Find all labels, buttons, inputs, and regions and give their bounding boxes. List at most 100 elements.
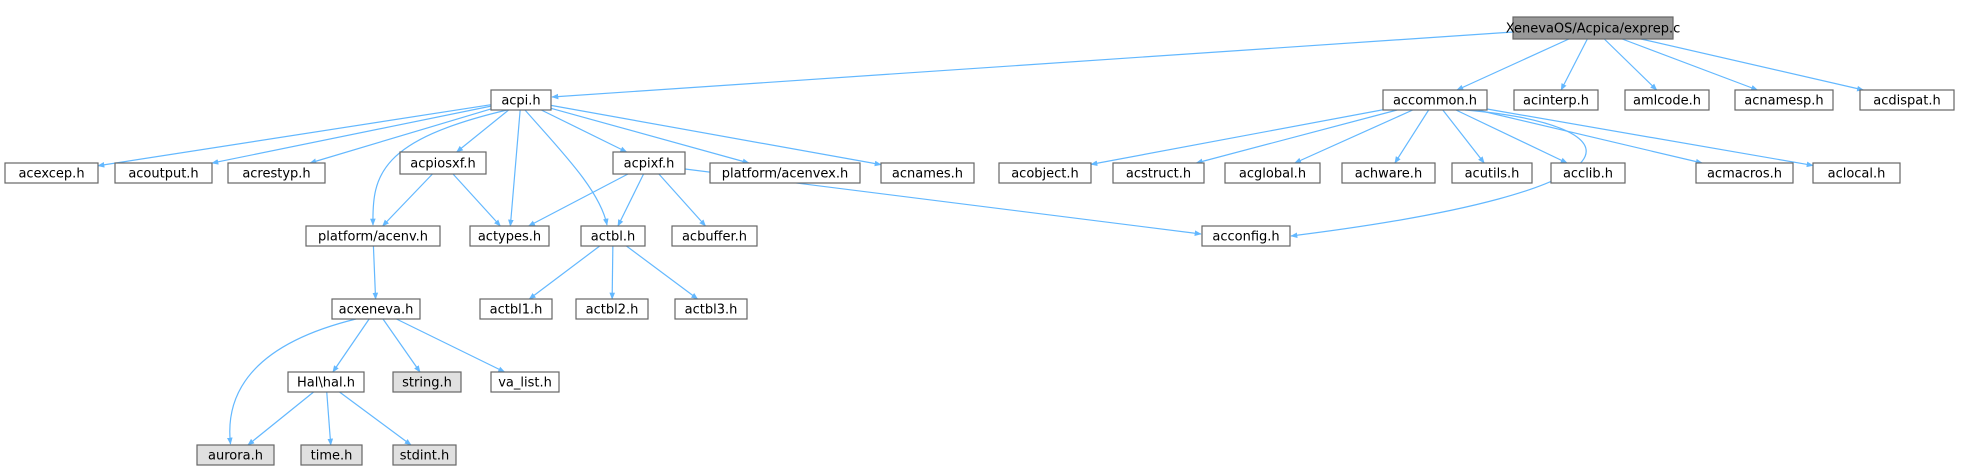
node-label-actypes: actypes.h [478, 230, 541, 245]
node-box-actypes [469, 225, 550, 247]
edge-acpi-to-actypes [508, 109, 521, 227]
edge-acpixf-to-acbuffer [658, 173, 706, 227]
node-acnamesp[interactable]: acnamesp.h [1734, 89, 1834, 111]
node-acclib[interactable]: acclib.h [1550, 162, 1626, 184]
node-hal[interactable]: Hal\hal.h [287, 371, 365, 393]
edge-accommon-to-acclib [1455, 109, 1568, 164]
node-acbuffer[interactable]: acbuffer.h [671, 225, 758, 247]
node-achware[interactable]: achware.h [1341, 162, 1436, 184]
edge-hal-to-stdint [339, 391, 412, 446]
node-acobject[interactable]: acobject.h [998, 162, 1092, 184]
edge-accommon-to-acstruct [1195, 109, 1398, 165]
node-actypes[interactable]: actypes.h [469, 225, 550, 247]
edge-root-to-acinterp [1560, 38, 1588, 91]
edge-acpixf-to-actypes [527, 173, 629, 227]
edge-accommon-to-acglobal [1294, 109, 1413, 164]
node-root: XenevaOS/Acpica/exprep.c [1506, 16, 1680, 40]
node-acnames[interactable]: acnames.h [880, 162, 975, 184]
node-acenvex[interactable]: platform/acenvex.h [709, 162, 861, 184]
edge-accommon-to-achware [1394, 109, 1430, 164]
node-label-actbl: actbl.h [591, 230, 635, 245]
node-box-root [1512, 16, 1674, 40]
edge-accommon-to-acobject [1090, 109, 1384, 166]
edge-acpiosxf-to-acenv [382, 173, 433, 227]
node-box-stdint [392, 444, 457, 466]
edge-root-to-acpi [551, 31, 1514, 100]
edge-root-to-acnamesp [1621, 38, 1759, 91]
node-acstruct[interactable]: acstruct.h [1112, 162, 1205, 184]
node-acinterp[interactable]: acinterp.h [1513, 89, 1599, 111]
node-acglobal[interactable]: acglobal.h [1224, 162, 1321, 184]
edge-acpi-to-acenv [370, 109, 508, 226]
node-box-achware [1341, 162, 1436, 184]
node-box-acstruct [1112, 162, 1205, 184]
node-label-acpixf: acpixf.h [624, 157, 675, 172]
node-label-aurora: aurora.h [208, 449, 263, 464]
node-box-acclib [1550, 162, 1626, 184]
node-label-actbl3: actbl3.h [685, 303, 738, 318]
edge-hal-to-time [326, 391, 334, 446]
node-acrestyp[interactable]: acrestyp.h [227, 162, 326, 184]
node-aclocal[interactable]: aclocal.h [1812, 162, 1901, 184]
node-box-acbuffer [671, 225, 758, 247]
node-label-acbuffer: acbuffer.h [682, 230, 747, 245]
node-label-actbl2: actbl2.h [586, 303, 639, 318]
node-acmacros[interactable]: acmacros.h [1695, 162, 1794, 184]
edge-acpi-to-acpiosxf [456, 109, 509, 153]
node-label-amlcode: amlcode.h [1633, 94, 1701, 109]
node-acutils[interactable]: acutils.h [1451, 162, 1533, 184]
node-label-acnamesp: acnamesp.h [1744, 94, 1823, 109]
node-label-time: time.h [311, 449, 353, 464]
node-box-acdispat [1859, 89, 1955, 111]
node-box-actbl1 [479, 298, 553, 320]
node-box-acinterp [1513, 89, 1599, 111]
edge-root-to-acdispat [1640, 38, 1865, 92]
edge-acpi-to-acoutput [211, 105, 492, 165]
node-acoutput[interactable]: acoutput.h [114, 162, 213, 184]
node-label-acconfig: acconfig.h [1212, 230, 1279, 245]
node-box-aclocal [1812, 162, 1901, 184]
edge-accommon-to-aclocal [1486, 108, 1814, 168]
node-acpiosxf[interactable]: acpiosxf.h [399, 151, 487, 175]
node-box-acpiosxf [399, 151, 487, 175]
node-accommon[interactable]: accommon.h [1382, 89, 1488, 111]
node-label-actbl1: actbl1.h [490, 303, 543, 318]
node-acconfig[interactable]: acconfig.h [1201, 225, 1291, 247]
node-va_list[interactable]: va_list.h [490, 371, 560, 393]
node-acdispat[interactable]: acdispat.h [1859, 89, 1955, 111]
node-actbl1[interactable]: actbl1.h [479, 298, 553, 320]
edge-acenv-to-acxeneva [372, 245, 379, 300]
edge-acpi-to-acnames [550, 104, 882, 167]
node-label-string: string.h [402, 376, 452, 391]
node-acpixf[interactable]: acpixf.h [612, 151, 686, 175]
node-box-acmacros [1695, 162, 1794, 184]
node-label-achware: achware.h [1355, 167, 1422, 182]
node-box-actbl [580, 225, 646, 247]
edge-acxeneva-to-aurora [227, 318, 357, 445]
node-acxeneva[interactable]: acxeneva.h [331, 298, 421, 320]
edge-acpi-to-acenvex [550, 107, 750, 165]
edge-acxeneva-to-hal [332, 318, 370, 373]
node-acenv[interactable]: platform/acenv.h [305, 225, 441, 247]
edge-actbl-to-actbl3 [626, 245, 699, 300]
node-actbl[interactable]: actbl.h [580, 225, 646, 247]
node-actbl2[interactable]: actbl2.h [575, 298, 649, 320]
edge-acpi-to-acpixf [541, 109, 628, 153]
node-acexcep[interactable]: acexcep.h [4, 162, 99, 184]
node-acpi[interactable]: acpi.h [490, 89, 552, 111]
edge-acpi-to-acrestyp [309, 108, 492, 164]
node-amlcode[interactable]: amlcode.h [1624, 89, 1710, 111]
node-label-acobject: acobject.h [1011, 167, 1079, 182]
node-box-acpixf [612, 151, 686, 175]
node-box-acpi [490, 89, 552, 111]
node-label-stdint: stdint.h [400, 449, 449, 464]
node-label-acrestyp: acrestyp.h [242, 167, 310, 182]
node-box-acenv [305, 225, 441, 247]
node-label-acclib: acclib.h [1563, 167, 1613, 182]
node-label-acdispat: acdispat.h [1873, 94, 1940, 109]
node-label-acpi: acpi.h [501, 94, 540, 109]
node-actbl3[interactable]: actbl3.h [674, 298, 748, 320]
node-label-acnames: acnames.h [892, 167, 963, 182]
node-box-acoutput [114, 162, 213, 184]
